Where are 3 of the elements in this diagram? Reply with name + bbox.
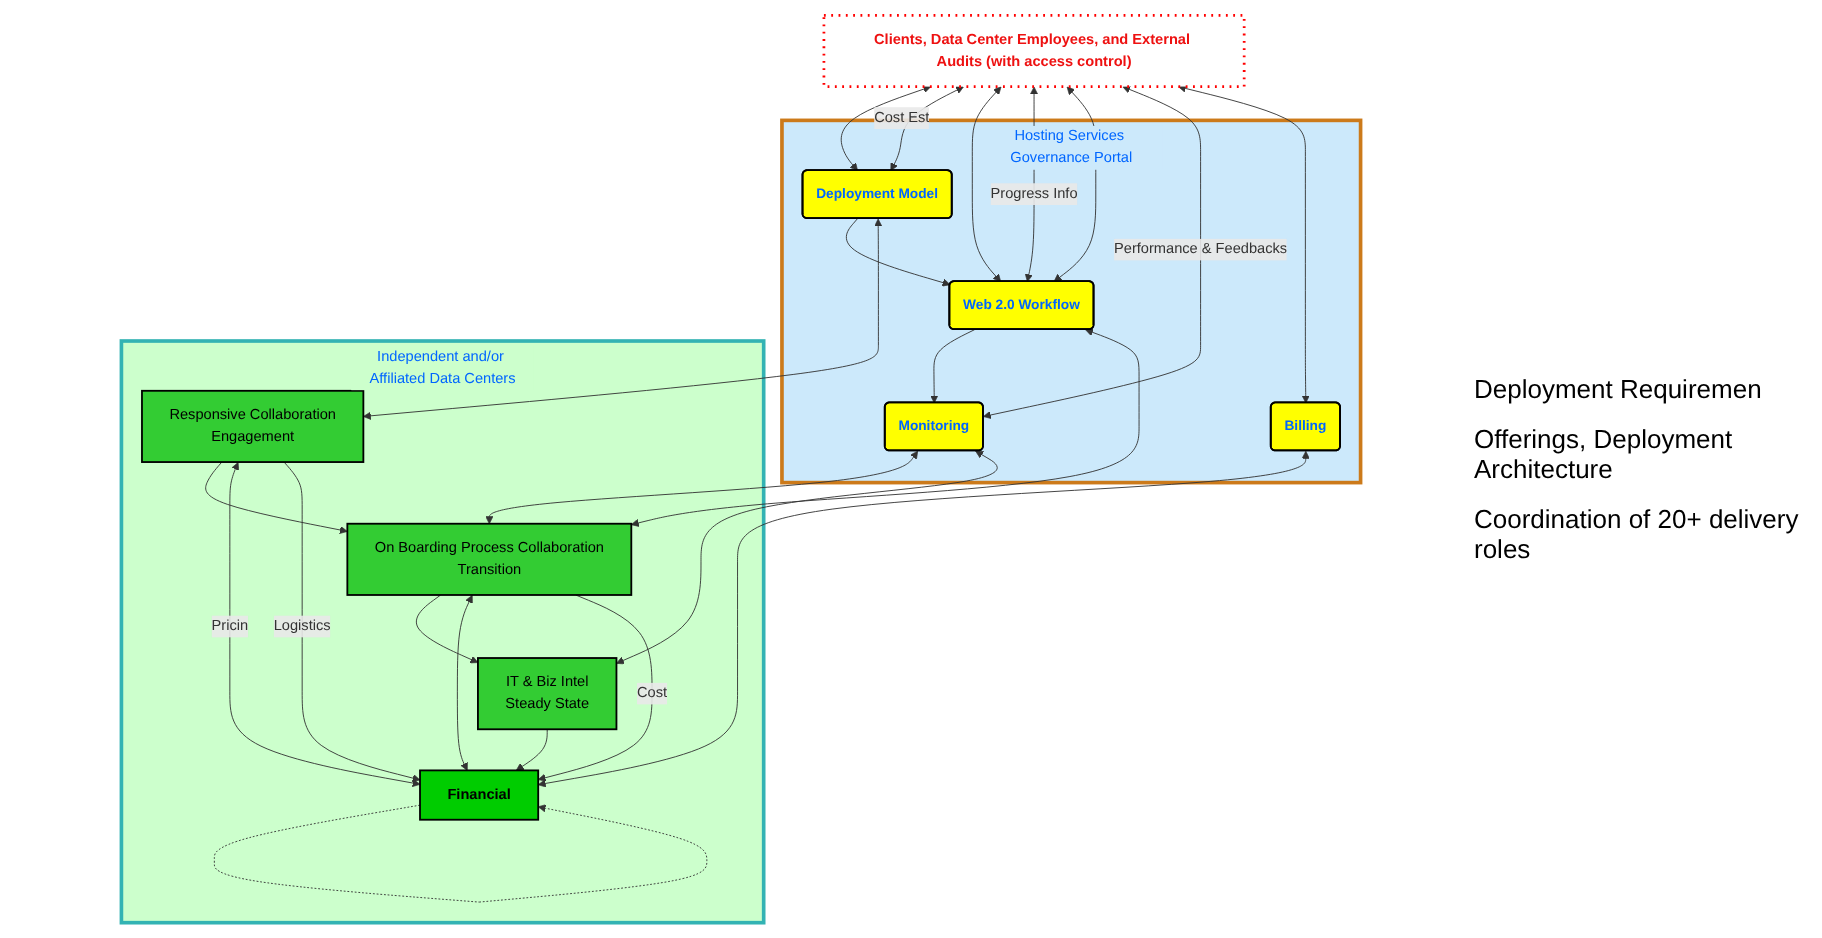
note-text: Offerings, Deployment Architecture: [1474, 424, 1735, 484]
note-text: Deployment Requiremen: [1474, 374, 1764, 404]
note-text: Coordination of 20+ delivery roles: [1474, 504, 1801, 564]
